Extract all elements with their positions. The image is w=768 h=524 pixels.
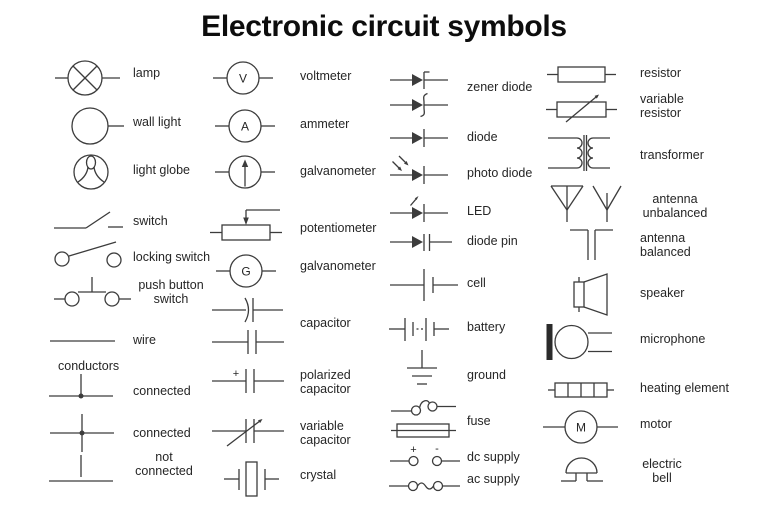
polarized-plus-sign: + (233, 368, 239, 380)
wall-light-icon (71, 107, 124, 145)
resistor-icon (547, 66, 616, 83)
dc-plus-sign: + (410, 444, 416, 456)
conductors-not-connected-icon (49, 455, 113, 482)
label-voltmeter: voltmeter (300, 69, 352, 83)
cell-icon (390, 269, 458, 301)
label-ammeter: ammeter (300, 117, 350, 131)
speaker-icon (573, 273, 608, 316)
label-switch: switch (133, 214, 168, 228)
label-connected-2: connected (133, 426, 191, 440)
push-button-switch-icon (54, 277, 131, 307)
label-light-globe: light globe (133, 163, 190, 177)
label-potentiometer: potentiometer (300, 221, 377, 235)
label-conductors: conductors (58, 359, 120, 373)
ammeter-icon: A (215, 109, 275, 143)
label-battery: battery (467, 320, 506, 334)
voltmeter-icon: V (213, 61, 273, 95)
label-push-button-switch: push button switch (138, 278, 204, 306)
label-dc-supply: dc supply (467, 450, 520, 464)
fuse-icon (391, 399, 456, 438)
switch-icon (54, 211, 123, 229)
dc-minus-sign: - (435, 443, 439, 455)
label-antenna-balanced: antenna balanced (640, 231, 691, 259)
microphone-icon (546, 324, 612, 360)
diode-pin-icon (390, 234, 452, 251)
ammeter-letter: A (241, 120, 249, 134)
led-icon (390, 196, 448, 222)
crystal-icon (224, 461, 279, 497)
label-transformer: transformer (640, 148, 704, 162)
heating-element-icon (548, 382, 614, 398)
zener-diode-icon (390, 71, 448, 118)
dc-supply-icon: + - (390, 443, 460, 467)
label-photo-diode: photo diode (467, 166, 533, 180)
label-galvanometer-1: galvanometer (300, 164, 376, 178)
conductors-connected-cross-icon (50, 414, 114, 452)
transformer-icon (548, 135, 610, 171)
label-antenna-unbalanced: antenna unbalanced (642, 192, 708, 220)
label-diode: diode (467, 130, 498, 144)
photo-diode-icon (390, 155, 448, 184)
label-wall-light: wall light (133, 115, 181, 129)
label-heating-element: heating element (640, 381, 729, 395)
light-globe-icon (73, 154, 109, 190)
battery-icon (389, 318, 449, 341)
label-not-connected: not connected (135, 450, 193, 478)
potentiometer-icon (210, 209, 282, 241)
variable-resistor-icon (546, 94, 617, 123)
label-ac-supply: ac supply (467, 472, 520, 486)
motor-letter: M (576, 421, 586, 435)
galvanometer-g-icon: G (216, 254, 276, 288)
label-variable-capacitor: variable capacitor (300, 419, 351, 447)
label-capacitor: capacitor (300, 316, 351, 330)
label-lamp: lamp (133, 66, 161, 80)
label-crystal: crystal (300, 468, 337, 482)
label-fuse: fuse (467, 414, 491, 428)
label-resistor: resistor (640, 66, 681, 80)
label-microphone: microphone (640, 332, 706, 346)
variable-capacitor-icon (212, 419, 284, 447)
label-connected-1: connected (133, 384, 191, 398)
label-electric-bell: electric bell (642, 457, 682, 485)
label-led: LED (467, 204, 492, 218)
antenna-balanced-icon (570, 229, 613, 260)
label-variable-resistor: variable resistor (640, 92, 684, 120)
locking-switch-icon (54, 241, 122, 268)
galvanometer-letter: G (241, 265, 250, 279)
antenna-unbalanced-icon (550, 185, 622, 222)
conductors-connected-t-icon (49, 374, 113, 399)
lamp-icon (55, 60, 120, 96)
capacitor-curved-icon (212, 297, 283, 323)
label-speaker: speaker (640, 286, 685, 300)
label-polarized-capacitor: polarized capacitor (300, 368, 351, 396)
galvanometer-arrow-icon (215, 155, 275, 189)
label-galvanometer-2: galvanometer (300, 259, 376, 273)
electric-bell-icon (561, 457, 603, 482)
ac-supply-icon (389, 480, 460, 492)
voltmeter-letter: V (239, 72, 247, 86)
label-locking-switch: locking switch (133, 250, 211, 264)
polarized-capacitor-icon: + (212, 368, 284, 393)
capacitor-plates-icon (212, 330, 284, 354)
label-cell: cell (467, 276, 486, 290)
diode-icon (390, 129, 448, 147)
label-diode-pin: diode pin (467, 234, 518, 248)
motor-icon: M (543, 410, 618, 444)
label-wire: wire (133, 333, 156, 347)
label-ground: ground (467, 368, 506, 382)
label-zener-diode: zener diode (467, 80, 533, 94)
label-motor: motor (640, 417, 672, 431)
ground-icon (407, 350, 437, 385)
page-title: Electronic circuit symbols (201, 10, 567, 43)
